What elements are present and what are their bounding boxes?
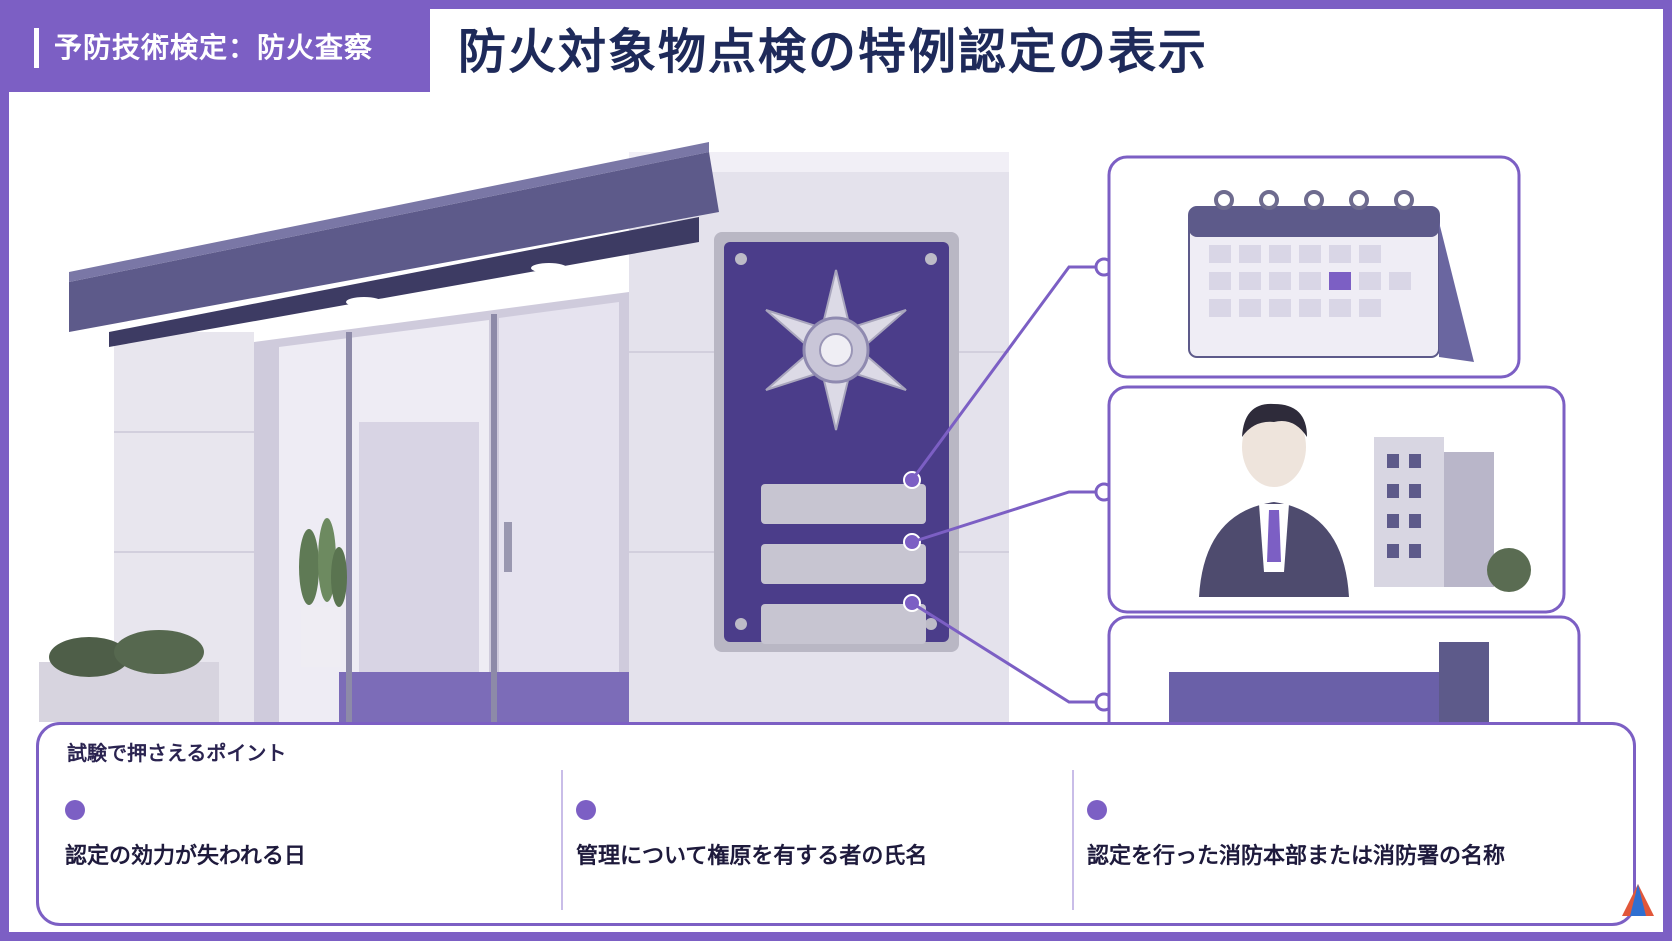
- column-divider: [561, 770, 563, 910]
- bullet-dot: [65, 800, 85, 820]
- exam-points-panel: 試験で押さえるポイント 認定の効力が失われる日 管理について権原を有する者の氏名…: [36, 722, 1636, 926]
- brand-logo-icon: [1622, 884, 1654, 916]
- point-label: 管理について権原を有する者の氏名: [576, 844, 928, 869]
- points-heading: 試験で押さえるポイント: [67, 741, 287, 765]
- calendar-card: [1107, 155, 1521, 379]
- illustration: [39, 142, 1581, 722]
- tag-accent-bar: [34, 28, 39, 68]
- bullet-dot: [1087, 800, 1107, 820]
- planter: [39, 630, 219, 722]
- point-label: 認定の効力が失われる日: [65, 844, 306, 869]
- connector-lines: [910, 265, 1104, 704]
- category-label: 予防技術検定：防火査察: [54, 31, 374, 64]
- emblem-icon: [765, 269, 907, 431]
- fire-station-card: [1107, 615, 1581, 722]
- column-divider: [1072, 770, 1074, 910]
- manager-card: [1107, 385, 1566, 614]
- certification-plate: [714, 232, 959, 652]
- bullet-dot: [576, 800, 596, 820]
- category-tag: 予防技術検定：防火査察: [0, 0, 430, 92]
- point-item: 管理について権原を有する者の氏名: [550, 770, 1050, 910]
- glass-entrance: [254, 292, 629, 722]
- calendar-icon: [1188, 190, 1474, 362]
- page-title: 防火対象物点検の特例認定の表示: [458, 24, 1209, 80]
- fire-station-icon: [1169, 642, 1489, 722]
- person-icon: [1199, 403, 1349, 597]
- point-item: 認定を行った消防本部または消防署の名称: [1061, 770, 1561, 910]
- building-icon: [1374, 437, 1531, 592]
- point-item: 認定の効力が失われる日: [39, 770, 539, 910]
- point-label: 認定を行った消防本部または消防署の名称: [1087, 844, 1506, 869]
- canopy: [69, 142, 719, 347]
